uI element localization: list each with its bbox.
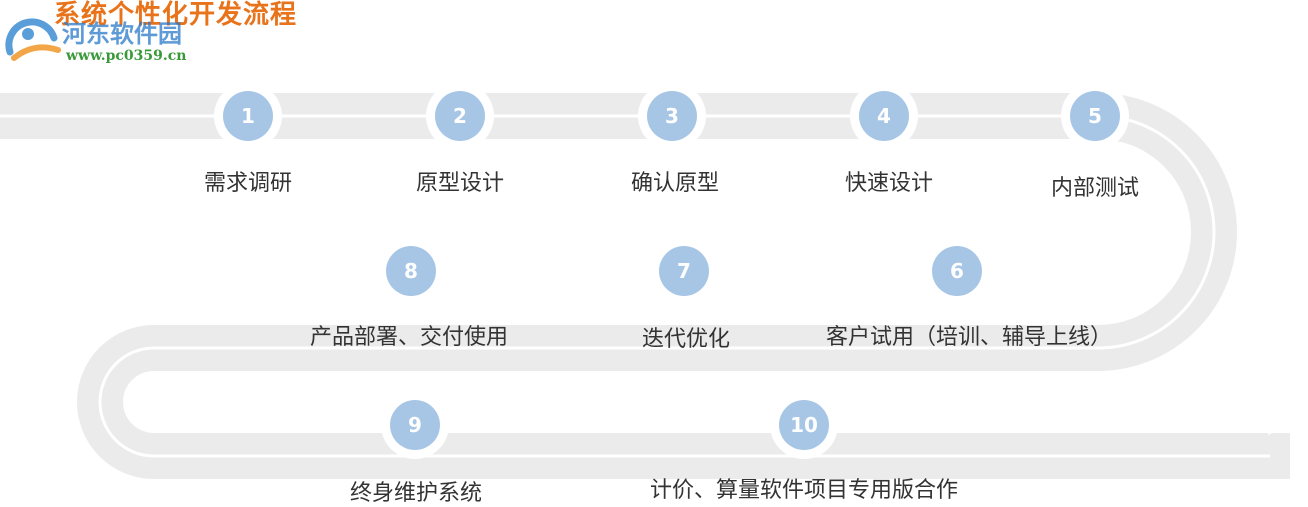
step-badge-7: 7	[650, 237, 718, 305]
step-8-number: 8	[404, 259, 418, 283]
watermark-url: www.pc0359.cn	[66, 48, 187, 64]
step-2-circle	[435, 91, 485, 141]
step-4-number: 4	[877, 104, 891, 128]
step-badge-5: 5	[1061, 82, 1129, 150]
step-10-label: 计价、算量软件项目专用版合作	[649, 478, 959, 503]
step-8-circle	[386, 246, 436, 296]
step-3-label: 确认原型	[630, 171, 720, 196]
step-10-number: 10	[790, 413, 818, 437]
track-center-line	[0, 114, 1270, 458]
step-2-number: 2	[453, 104, 467, 128]
watermark-logo-icon	[5, 18, 61, 61]
step-badge-6: 6	[923, 237, 991, 305]
step-3-number: 3	[665, 104, 679, 128]
step-5-number: 5	[1088, 104, 1102, 128]
page-title: 系统个性化开发流程	[54, 0, 298, 30]
step-3-circle	[647, 91, 697, 141]
step-7-label: 迭代优化	[641, 327, 731, 352]
step-badge-8: 8	[377, 237, 445, 305]
track-end-arrow	[1268, 413, 1290, 435]
step-badge-3: 3	[638, 82, 706, 150]
step-6-number: 6	[950, 259, 964, 283]
step-8-label: 产品部署、交付使用	[309, 325, 509, 350]
step-7-number: 7	[677, 259, 691, 283]
step-9-number: 9	[408, 413, 422, 437]
step-1-number: 1	[241, 104, 255, 128]
step-9-circle	[390, 400, 440, 450]
step-badge-9: 9	[381, 391, 449, 459]
step-1-circle	[223, 91, 273, 141]
step-6-circle	[932, 246, 982, 296]
step-5-label: 内部测试	[1050, 176, 1140, 201]
step-1-label: 需求调研	[203, 171, 293, 196]
step-2-label: 原型设计	[415, 171, 505, 196]
step-7-circle	[659, 246, 709, 296]
step-10-circle	[779, 400, 829, 450]
step-badge-4: 4	[850, 82, 918, 150]
step-badge-10: 10	[770, 391, 838, 459]
step-4-circle	[859, 91, 909, 141]
step-4-label: 快速设计	[844, 171, 934, 196]
step-badge-2: 2	[426, 82, 494, 150]
step-badge-1: 1	[214, 82, 282, 150]
step-9-label: 终身维护系统	[349, 481, 483, 506]
step-6-label: 客户试用（培训、辅导上线）	[825, 325, 1113, 350]
step-5-circle	[1070, 91, 1120, 141]
watermark-name: 河东软件园	[62, 19, 182, 48]
